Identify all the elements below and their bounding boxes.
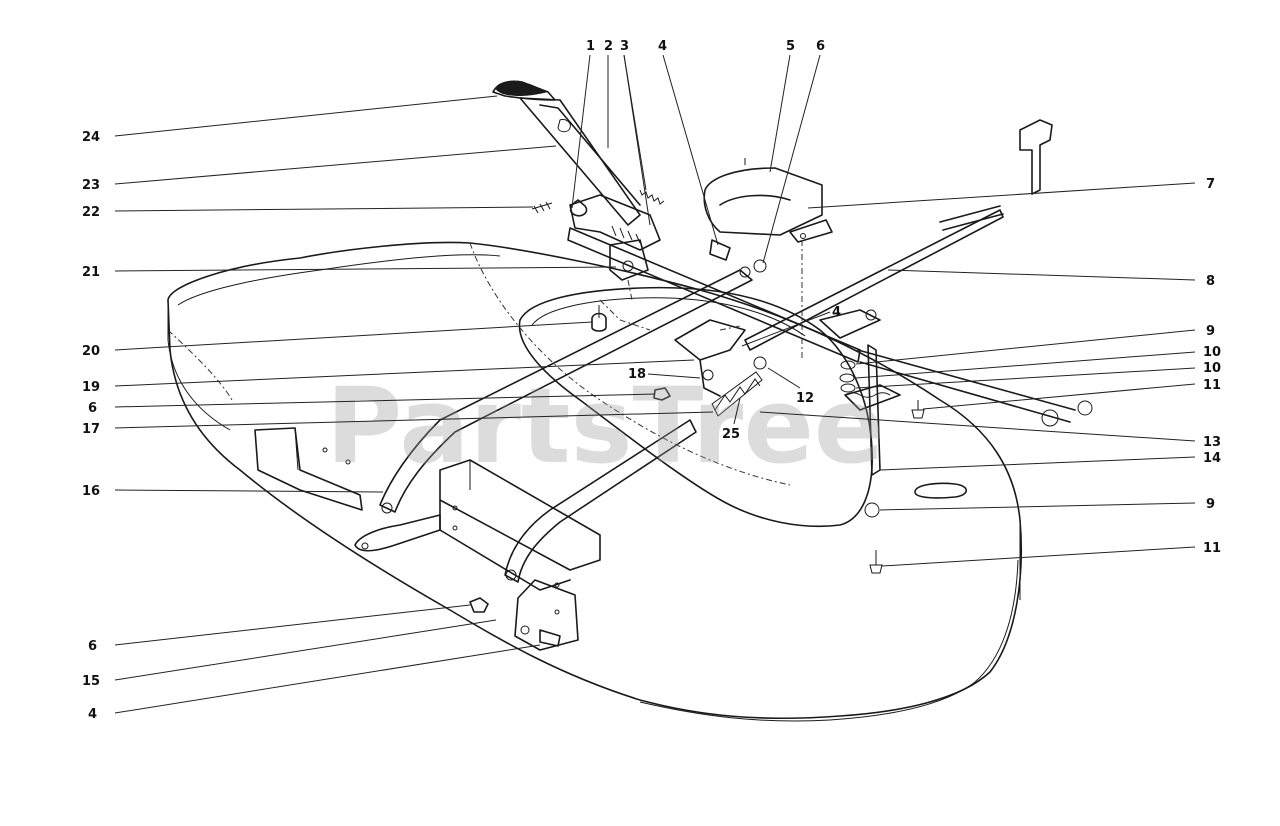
callout-23: 23 xyxy=(82,178,100,193)
callout-19: 19 xyxy=(82,380,100,395)
callout-24: 24 xyxy=(82,130,100,145)
callout-10: 10 xyxy=(1203,345,1221,360)
callout-18: 18 xyxy=(628,367,646,382)
callout-21: 21 xyxy=(82,265,100,280)
callout-10: 10 xyxy=(1203,361,1221,376)
callout-4: 4 xyxy=(88,707,97,722)
callout-16: 16 xyxy=(82,484,100,499)
callout-22: 22 xyxy=(82,205,100,220)
mower-deck xyxy=(167,241,1023,722)
belt-guard xyxy=(703,158,833,243)
callout-6: 6 xyxy=(88,401,97,416)
callout-6: 6 xyxy=(816,39,825,54)
lift-handle-assembly xyxy=(492,80,665,281)
leader-lines xyxy=(114,54,1196,714)
callout-12: 12 xyxy=(796,391,814,406)
callout-8: 8 xyxy=(1206,274,1215,289)
callout-4: 4 xyxy=(658,39,667,54)
callout-labels: 1 2 3 4 5 6 7 8 9 10 10 11 13 14 9 11 24… xyxy=(82,39,1221,722)
callout-20: 20 xyxy=(82,344,100,359)
callout-15: 15 xyxy=(82,674,100,689)
callout-13: 13 xyxy=(1203,435,1221,450)
callout-6: 6 xyxy=(88,639,97,654)
callout-25: 25 xyxy=(722,427,740,442)
callout-4: 4 xyxy=(832,305,841,320)
center-linkage xyxy=(469,239,925,647)
callout-11: 11 xyxy=(1203,378,1221,393)
callout-11: 11 xyxy=(1203,541,1221,556)
callout-5: 5 xyxy=(786,39,795,54)
callout-9: 9 xyxy=(1206,324,1215,339)
hidden-lines xyxy=(599,240,803,360)
lift-arms xyxy=(379,119,1093,583)
callout-14: 14 xyxy=(1203,451,1221,466)
callout-7: 7 xyxy=(1206,177,1215,192)
callout-2: 2 xyxy=(604,39,613,54)
callout-9: 9 xyxy=(1206,497,1215,512)
watermark: PartsTree xyxy=(326,365,884,487)
front-hitch-bracket xyxy=(354,459,601,651)
callout-3: 3 xyxy=(620,39,629,54)
callout-17: 17 xyxy=(82,422,100,437)
callout-1: 1 xyxy=(586,39,595,54)
